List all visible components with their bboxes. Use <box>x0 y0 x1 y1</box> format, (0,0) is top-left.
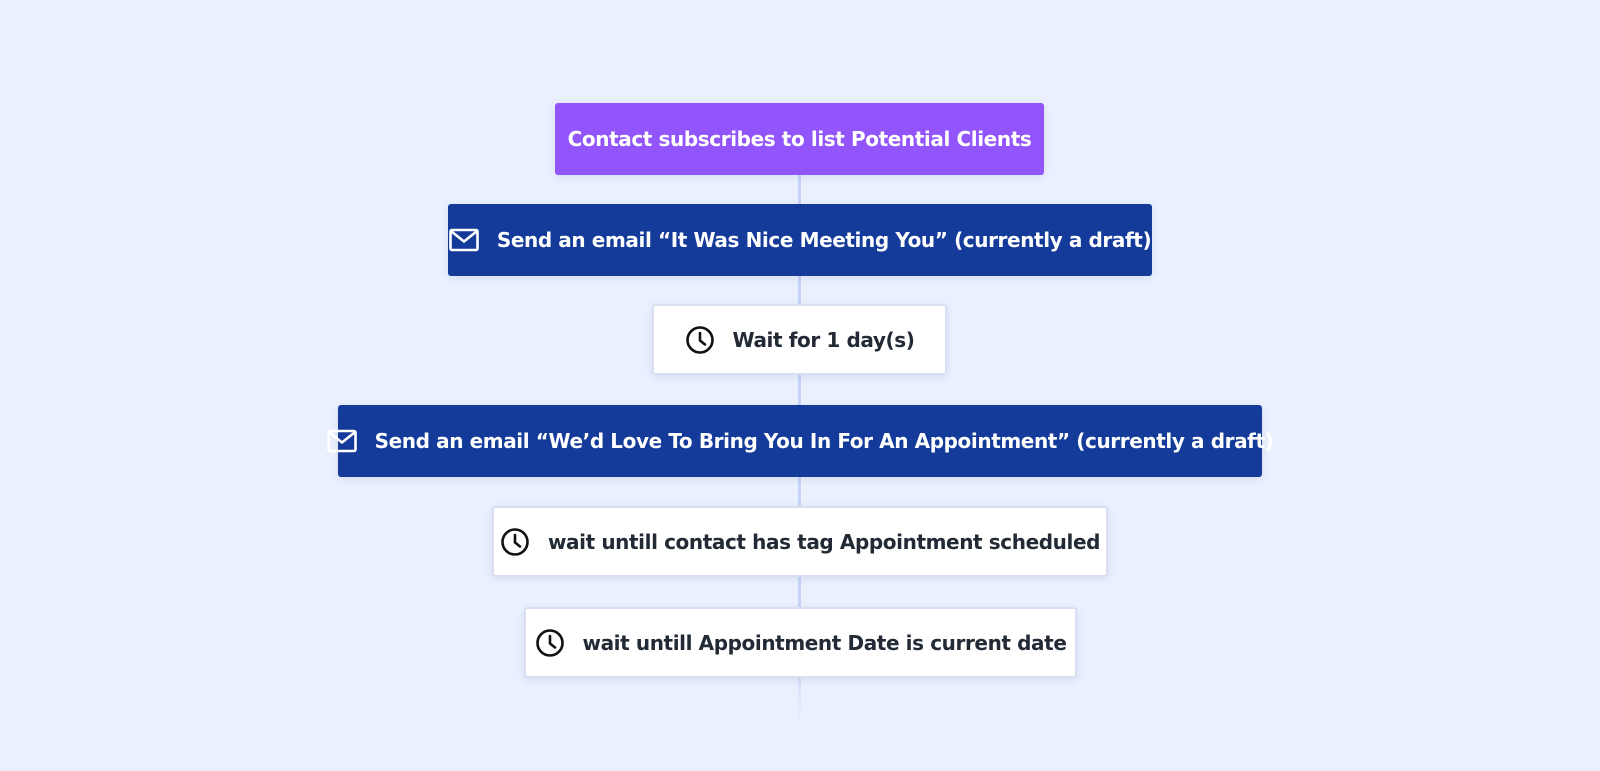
trigger-step-label: Contact subscribes to list Potential Cli… <box>567 127 1032 151</box>
wait-until-date-step[interactable]: wait untill Appointment Date is current … <box>524 607 1077 678</box>
envelope-icon <box>449 228 479 252</box>
wait-step-label: Wait for 1 day(s) <box>732 327 915 352</box>
send-email-step-label: Send an email “It Was Nice Meeting You” … <box>496 228 1152 252</box>
trigger-step[interactable]: Contact subscribes to list Potential Cli… <box>555 103 1044 175</box>
wait-until-date-step-label: wait untill Appointment Date is current … <box>582 630 1067 655</box>
clock-icon <box>500 527 530 557</box>
wait-until-tag-step[interactable]: wait untill contact has tag Appointment … <box>492 506 1108 577</box>
send-email-step[interactable]: Send an email “It Was Nice Meeting You” … <box>448 204 1152 276</box>
envelope-icon <box>326 429 357 453</box>
wait-until-tag-step-label: wait untill contact has tag Appointment … <box>547 529 1101 554</box>
clock-icon <box>685 325 715 355</box>
send-email-step-label: Send an email “We’d Love To Bring You In… <box>374 429 1274 453</box>
send-email-step[interactable]: Send an email “We’d Love To Bring You In… <box>326 405 1274 477</box>
wait-step[interactable]: Wait for 1 day(s) <box>652 304 947 375</box>
clock-icon <box>535 628 565 658</box>
